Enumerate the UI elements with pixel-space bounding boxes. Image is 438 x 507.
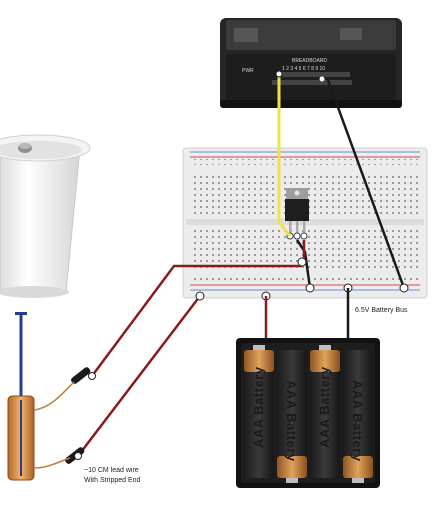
lead-wire-label: ~10 CM lead wire (84, 467, 139, 474)
stripped-end-label: With Stripped End (84, 477, 141, 484)
connection-markers (74, 257, 409, 460)
black-wire-device (326, 79, 406, 289)
black-lead-wire (77, 295, 201, 457)
voltage-regulator-icon (285, 188, 309, 240)
battery-label: AAA Battery (284, 380, 299, 462)
breadboard-device: BREADBOARD PWR 1 2 3 4 5 6 7 8 9 10 (220, 18, 402, 108)
battery-pack: AAA Battery AAA Battery AAA Battery AAA … (236, 338, 380, 488)
battery-cell-1: AAA Battery (244, 345, 274, 478)
thermometer-probe-icon (7, 312, 75, 481)
device-brand-label: BREADBOARD (292, 58, 327, 64)
device-pwr-label: PWR (242, 68, 254, 74)
battery-label: AAA Battery (317, 366, 332, 448)
yellow-wire (277, 74, 292, 237)
battery-label: AAA Battery (350, 380, 365, 462)
foam-cup-icon (0, 134, 91, 298)
device-pin-numbers: 1 2 3 4 5 6 7 8 9 10 (282, 66, 325, 72)
battery-bus-label: 6.5V Battery Bus (355, 307, 408, 314)
lead-connector-upper (71, 367, 91, 384)
battery-cell-4: AAA Battery (343, 350, 373, 483)
red-lead-wire (90, 264, 302, 377)
battery-cell-2: AAA Battery (277, 350, 307, 483)
battery-label: AAA Battery (251, 366, 266, 448)
battery-cell-3: AAA Battery (310, 345, 340, 478)
